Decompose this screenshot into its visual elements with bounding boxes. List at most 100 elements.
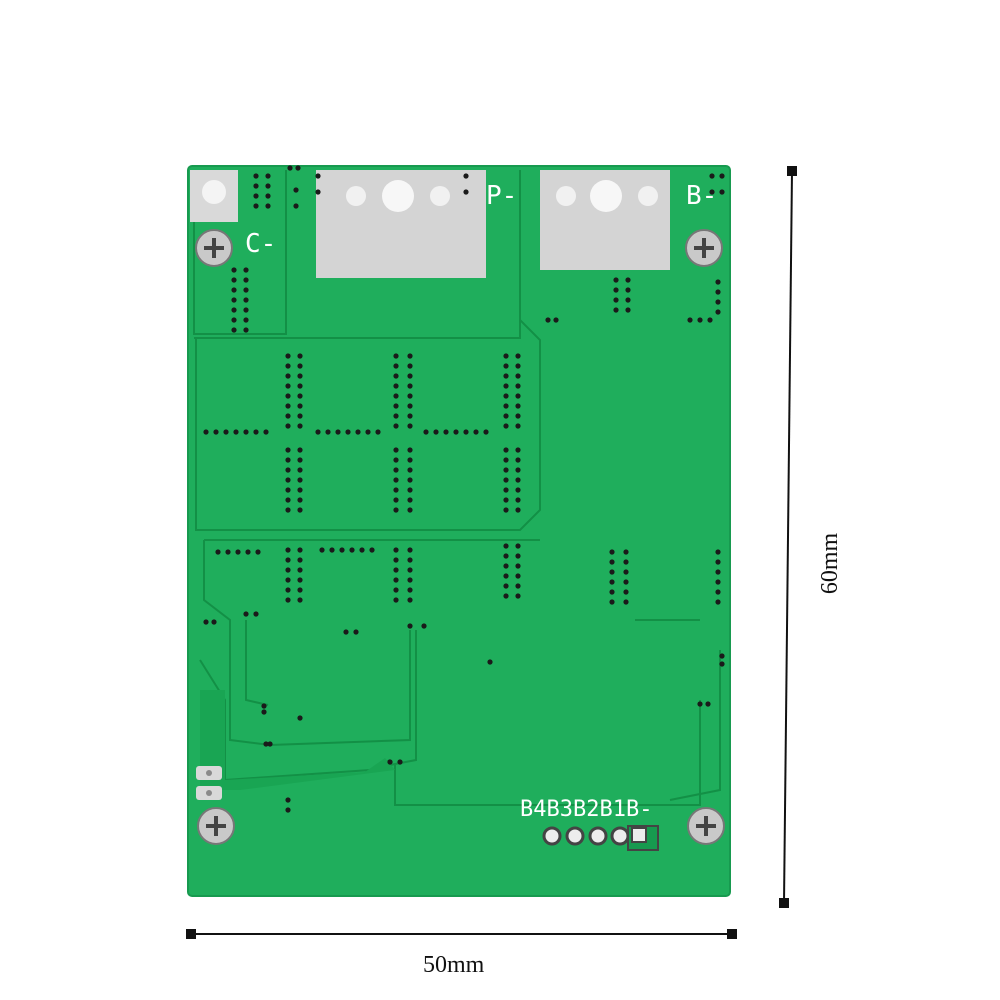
via-dot (393, 447, 399, 453)
via-dot (613, 287, 619, 293)
via-dot (407, 567, 413, 573)
via-dot (297, 597, 303, 603)
via-dot (503, 373, 509, 379)
via-dot (231, 287, 237, 293)
via-dot (687, 317, 693, 323)
via-dot (407, 623, 413, 629)
via-dot (515, 353, 521, 359)
via-dot (343, 629, 349, 635)
via-dot (709, 189, 715, 195)
dimension-line-height (779, 166, 797, 908)
width-dimension-label: 50mm (423, 952, 485, 978)
via-dot (335, 429, 341, 435)
via-dot (365, 429, 371, 435)
via-dot (407, 413, 413, 419)
via-dot (353, 629, 359, 635)
via-dot (515, 413, 521, 419)
via-dot (545, 317, 551, 323)
via-dot (705, 701, 711, 707)
balance-connector (542, 825, 659, 851)
vias (203, 165, 725, 813)
via-dot (231, 327, 237, 333)
via-dot (297, 383, 303, 389)
via-dot (285, 597, 291, 603)
via-dot (393, 547, 399, 553)
via-dot (515, 543, 521, 549)
via-dot (515, 447, 521, 453)
via-dot (243, 317, 249, 323)
label-c-minus: C- (245, 229, 276, 259)
screw-bottom-right (687, 807, 725, 845)
via-dot (393, 393, 399, 399)
via-dot (407, 457, 413, 463)
via-dot (715, 299, 721, 305)
via-dot (623, 549, 629, 555)
via-dot (625, 287, 631, 293)
via-dot (503, 353, 509, 359)
via-dot (293, 187, 299, 193)
via-dot (297, 715, 303, 721)
via-dot (223, 429, 229, 435)
via-dot (407, 353, 413, 359)
via-dot (243, 297, 249, 303)
via-dot (709, 173, 715, 179)
via-dot (503, 393, 509, 399)
via-dot (231, 267, 237, 273)
dimension-line-width (186, 929, 737, 939)
via-dot (503, 593, 509, 599)
via-dot (393, 487, 399, 493)
via-dot (349, 547, 355, 553)
via-dot (315, 429, 321, 435)
via-dot (369, 547, 375, 553)
label-b-minus: B- (686, 181, 717, 211)
via-dot (287, 165, 293, 171)
via-dot (339, 547, 345, 553)
via-dot (387, 759, 393, 765)
via-dot (407, 547, 413, 553)
via-dot (213, 429, 219, 435)
height-dimension-label: 60mm (817, 532, 844, 595)
via-dot (473, 429, 479, 435)
via-dot (715, 599, 721, 605)
via-dot (463, 189, 469, 195)
via-dot (285, 567, 291, 573)
via-dot (407, 577, 413, 583)
via-dot (315, 173, 321, 179)
via-dot (515, 393, 521, 399)
via-dot (443, 429, 449, 435)
via-dot (393, 567, 399, 573)
via-dot (715, 569, 721, 575)
via-dot (243, 429, 249, 435)
via-dot (265, 173, 271, 179)
via-dot (233, 429, 239, 435)
via-dot (297, 393, 303, 399)
via-dot (697, 317, 703, 323)
via-dot (297, 363, 303, 369)
via-dot (285, 507, 291, 513)
via-dot (243, 611, 249, 617)
via-dot (255, 549, 261, 555)
via-dot (483, 429, 489, 435)
via-dot (325, 429, 331, 435)
via-dot (285, 487, 291, 493)
via-dot (515, 593, 521, 599)
via-dot (231, 317, 237, 323)
via-dot (407, 447, 413, 453)
via-dot (623, 569, 629, 575)
via-dot (625, 277, 631, 283)
via-dot (609, 589, 615, 595)
via-dot (319, 547, 325, 553)
via-dot (503, 423, 509, 429)
via-dot (293, 203, 299, 209)
via-dot (503, 457, 509, 463)
via-dot (515, 507, 521, 513)
via-dot (265, 193, 271, 199)
via-dot (243, 267, 249, 273)
via-dot (503, 363, 509, 369)
via-dot (453, 429, 459, 435)
via-dot (243, 277, 249, 283)
via-dot (609, 559, 615, 565)
via-dot (267, 741, 273, 747)
via-dot (609, 579, 615, 585)
